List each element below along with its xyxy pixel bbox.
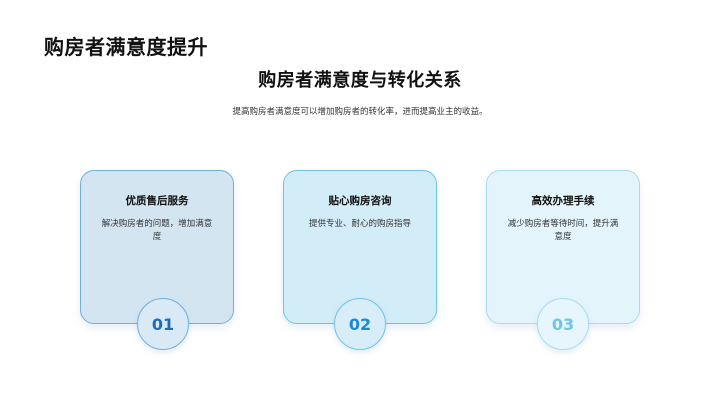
slide-title: 购房者满意度提升 <box>44 35 208 59</box>
card-title: 贴心购房咨询 <box>328 195 392 207</box>
card-title: 高效办理手续 <box>531 195 595 207</box>
card-number-badge: 01 <box>137 298 189 350</box>
subtitle: 提高购房者满意度可以增加购房者的转化率，进而提高业主的收益。 <box>232 107 488 117</box>
card-description: 减少购房者等待时间，提升满意度 <box>507 219 619 242</box>
section-title: 购房者满意度与转化关系 <box>258 70 462 91</box>
card-description: 提供专业、耐心的购房指导 <box>308 219 411 229</box>
card-description: 解决购房者的问题，增加满意度 <box>101 219 213 242</box>
card-number-badge: 03 <box>537 298 589 350</box>
card-title: 优质售后服务 <box>125 195 189 207</box>
card-number-badge: 02 <box>334 298 386 350</box>
